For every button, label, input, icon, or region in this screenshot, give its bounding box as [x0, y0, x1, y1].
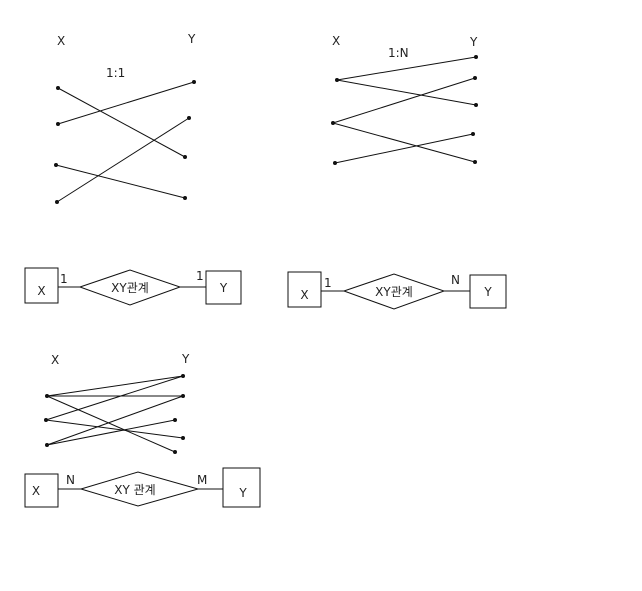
mapping-NtoM: X Y — [44, 352, 190, 454]
er-1to1: X 1 XY관계 1 Y — [24, 267, 242, 306]
relationship-label: XY관계 — [375, 285, 413, 299]
y-point — [173, 450, 177, 454]
entity-y-label: Y — [238, 486, 247, 500]
y-point — [183, 196, 187, 200]
mapping-line — [45, 419, 184, 439]
mapping-line — [336, 79, 477, 106]
entity-y-box — [469, 274, 507, 309]
er-1toN: X 1 XY관계 N Y — [287, 271, 507, 310]
entity-x-label: X — [32, 484, 40, 498]
mapping-line — [56, 117, 190, 203]
cardinality-left: 1 — [324, 276, 332, 290]
mapping-line — [57, 87, 186, 158]
entity-y-box — [222, 467, 261, 508]
mapping-line — [332, 122, 476, 163]
x-point — [56, 86, 60, 90]
x-point — [45, 443, 49, 447]
y-point — [192, 80, 196, 84]
cardinality-left: 1 — [60, 272, 68, 286]
entity-x-label: X — [37, 284, 45, 298]
x-point — [335, 78, 339, 82]
x-point — [55, 200, 59, 204]
y-point — [473, 160, 477, 164]
mapping-line — [336, 56, 477, 81]
relationship-label: XY관계 — [111, 281, 149, 295]
y-point — [187, 116, 191, 120]
x-point — [333, 161, 337, 165]
y-point — [183, 155, 187, 159]
cardinality-right: 1 — [196, 269, 204, 283]
x-point — [45, 394, 49, 398]
entity-x-box — [24, 473, 59, 508]
mapping-line — [55, 164, 186, 199]
y-point — [474, 55, 478, 59]
entity-x-label: X — [300, 288, 308, 302]
y-point — [181, 374, 185, 378]
y-point — [181, 436, 185, 440]
mapping-line — [45, 375, 184, 421]
x-point — [44, 418, 48, 422]
mapping-line — [57, 81, 195, 125]
mapping-1to1-ratio-label: 1:1 — [106, 66, 125, 80]
mapping-1to1: X Y 1:1 — [54, 32, 196, 204]
x-point — [56, 122, 60, 126]
cardinality-right: N — [451, 273, 460, 287]
mapping-1toN-ratio-label: 1:N — [388, 46, 409, 60]
cardinality-right: M — [197, 473, 207, 487]
mapping-NtoM-y-label: Y — [181, 352, 190, 366]
entity-x-box — [24, 267, 59, 304]
mapping-line — [46, 395, 184, 446]
mapping-NtoM-x-label: X — [51, 353, 59, 367]
y-point — [473, 76, 477, 80]
y-point — [471, 132, 475, 136]
mapping-line — [46, 395, 176, 453]
y-point — [181, 394, 185, 398]
relationship-label: XY 관계 — [114, 483, 155, 497]
mapping-line — [332, 77, 476, 124]
y-point — [474, 103, 478, 107]
mapping-line — [46, 375, 184, 397]
mapping-1toN-y-label: Y — [469, 35, 478, 49]
mapping-1toN: X Y 1:N — [331, 34, 478, 165]
entity-y-label: Y — [483, 285, 492, 299]
mapping-1to1-x-label: X — [57, 34, 65, 48]
entity-y-label: Y — [219, 281, 228, 295]
cardinality-left: N — [66, 473, 75, 487]
entity-y-box — [205, 270, 242, 305]
er-NtoM: X N XY 관계 M Y — [24, 467, 261, 508]
mapping-line — [46, 419, 176, 446]
mapping-line — [334, 133, 474, 164]
y-point — [173, 418, 177, 422]
x-point — [54, 163, 58, 167]
entity-x-box — [287, 271, 322, 308]
mapping-1toN-x-label: X — [332, 34, 340, 48]
x-point — [331, 121, 335, 125]
mapping-1to1-y-label: Y — [187, 32, 196, 46]
